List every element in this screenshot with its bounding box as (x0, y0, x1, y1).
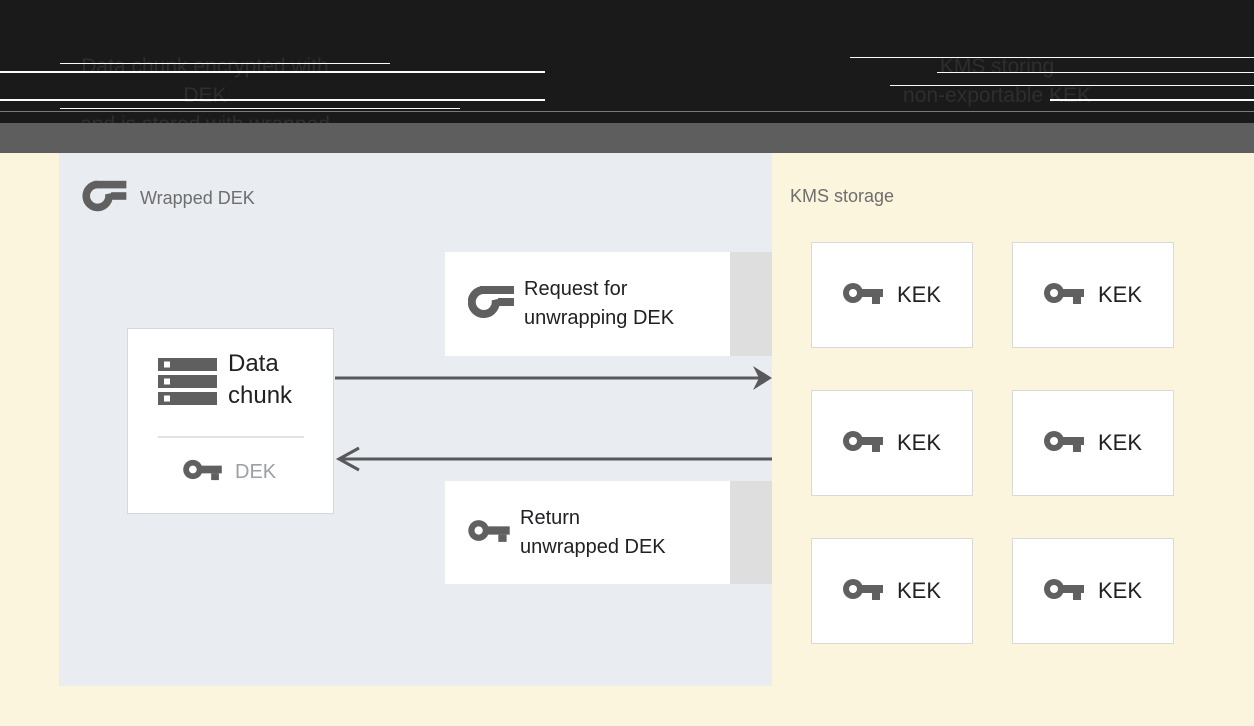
gray-band (0, 123, 1254, 153)
data-chunk-line2: chunk (228, 382, 293, 409)
right-caption-line2: non-exportable KEK (903, 84, 1091, 107)
kek-box: KEK (1012, 390, 1174, 496)
glitch-line (60, 63, 390, 64)
return-arrow (335, 446, 772, 472)
kms-storage-label: KMS storage (790, 186, 895, 206)
wrapped-dek-region: Wrapped DEK Data chunk (59, 153, 772, 686)
glitch-line (60, 108, 460, 109)
data-chunk-box: Data chunk DEK (127, 328, 334, 514)
data-chunk-icon (158, 358, 217, 410)
key-icon (183, 456, 222, 488)
kek-box: KEK (811, 242, 973, 348)
return-line2: unwrapped DEK (520, 535, 666, 558)
request-line2: unwrapping DEK (524, 307, 675, 329)
key-icon (1043, 279, 1084, 312)
key-icon (468, 516, 510, 550)
glitch-line (0, 71, 545, 73)
glitch-line (937, 72, 1254, 73)
kek-box: KEK (811, 390, 973, 496)
glitch-line (850, 57, 1254, 58)
wrapped-dek-title-label: Wrapped DEK (140, 188, 255, 208)
request-unwrap-box: Request for unwrapping DEK (445, 252, 730, 356)
glitch-line (890, 85, 1254, 86)
dek-label: DEK (235, 460, 277, 483)
kek-label: KEK (896, 578, 942, 603)
request-unwrap-label: Request for unwrapping DEK (524, 275, 674, 333)
return-line1: Return (520, 506, 581, 529)
kek-box: KEK (811, 538, 973, 644)
kek-label: KEK (896, 430, 942, 455)
kek-box: KEK (1012, 538, 1174, 644)
key-icon (842, 575, 883, 608)
glitch-line (0, 99, 545, 101)
key-icon (842, 279, 883, 312)
glitch-line (1050, 99, 1254, 101)
key-icon (842, 427, 883, 460)
wrapped-dek-title: Wrapped DEK (82, 177, 255, 220)
right-caption: KMS storing non-exportable KEK (867, 52, 1127, 110)
data-chunk-label: Data chunk (228, 348, 292, 412)
kek-label: KEK (1097, 282, 1143, 307)
wrapped-key-icon (467, 282, 514, 327)
wrapped-key-icon (82, 177, 127, 220)
request-box-shadow-strip (730, 252, 772, 356)
return-box-shadow-strip (730, 481, 772, 584)
request-line1: Request for (524, 278, 628, 300)
header-band: Data chunk encrypted with DEK and is sto… (0, 0, 1254, 165)
kek-label: KEK (1097, 430, 1143, 455)
return-unwrapped-box: Return unwrapped DEK (445, 481, 730, 584)
data-chunk-line1: Data (228, 350, 279, 377)
diagram-canvas: Wrapped DEK Data chunk (0, 153, 1254, 726)
glitch-line (0, 111, 1254, 112)
kek-box: KEK (1012, 242, 1174, 348)
key-icon (1043, 575, 1084, 608)
left-caption-line1: Data chunk encrypted with DEK (81, 55, 329, 107)
request-arrow (335, 366, 772, 390)
dek-row: DEK (183, 456, 276, 488)
return-unwrapped-label: Return unwrapped DEK (520, 504, 666, 562)
kek-label: KEK (1097, 578, 1143, 603)
divider (158, 436, 304, 438)
kek-label: KEK (896, 282, 942, 307)
key-icon (1043, 427, 1084, 460)
